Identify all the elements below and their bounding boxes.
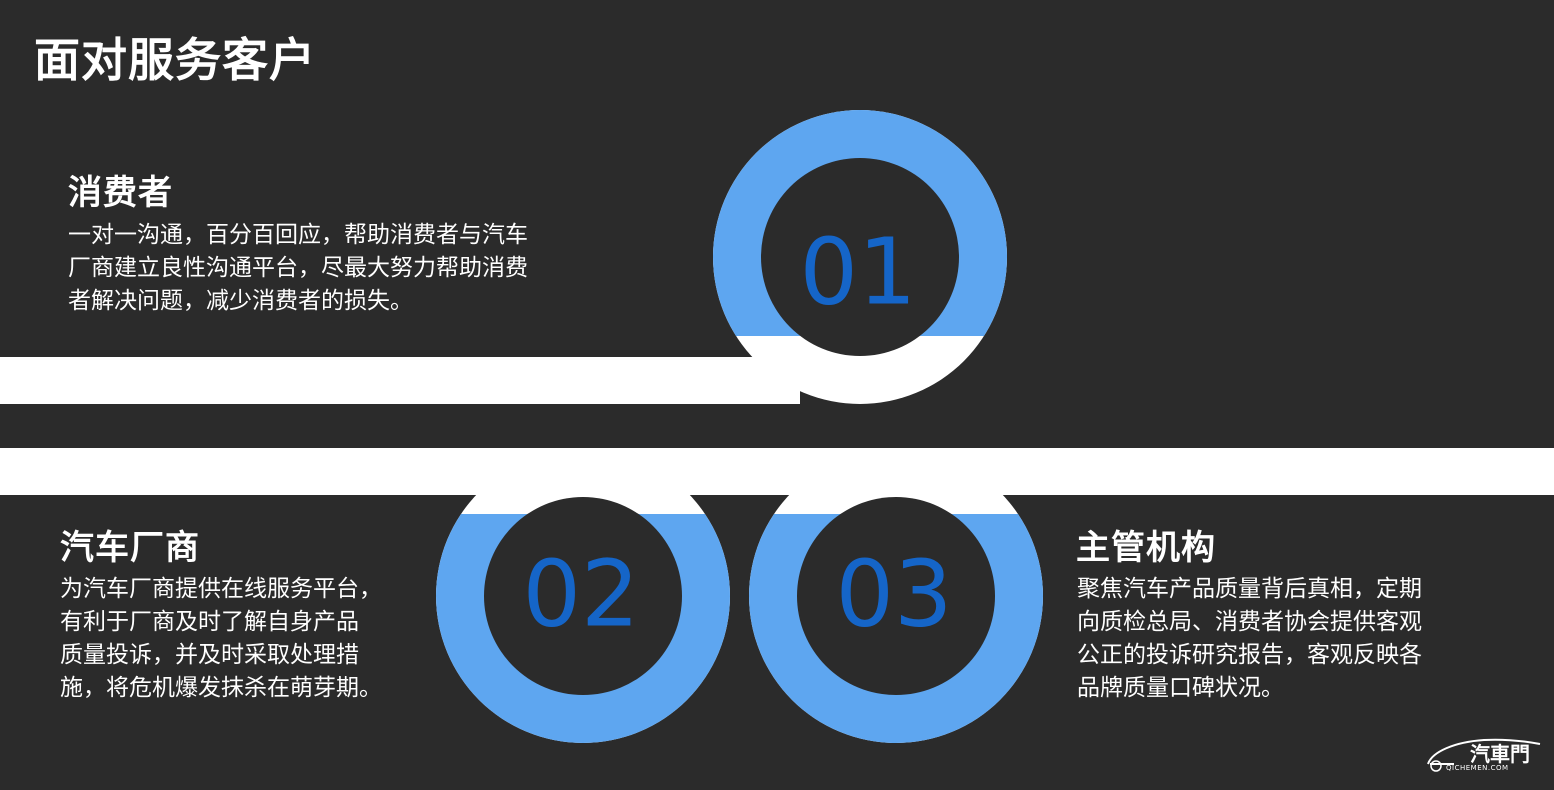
logo-domain: QICHEMEN.COM	[1446, 764, 1509, 772]
circle-02-inner	[484, 497, 682, 695]
heading-authority: 主管机构	[1076, 528, 1216, 568]
desc-line: 有利于厂商及时了解自身产品	[60, 609, 359, 635]
car-outline-icon	[1427, 738, 1541, 772]
circle-01-inner	[761, 158, 959, 356]
circle-01: 01	[713, 110, 1007, 404]
desc-manufacturer: 为汽车厂商提供在线服务平台， 有利于厂商及时了解自身产品 质量投诉，并及时采取处…	[60, 573, 420, 705]
desc-line: 公正的投诉研究报告，客观反映各	[1077, 642, 1422, 668]
desc-line: 聚焦汽车产品质量背后真相，定期	[1077, 576, 1422, 602]
desc-line: 一对一沟通，百分百回应，帮助消费者与汽车	[68, 222, 528, 248]
circle-02-number: 02	[522, 540, 639, 647]
heading-consumer: 消费者	[68, 173, 173, 213]
circle-01-number: 01	[799, 218, 916, 325]
desc-authority: 聚焦汽车产品质量背后真相，定期 向质检总局、消费者协会提供客观 公正的投诉研究报…	[1077, 573, 1477, 705]
logo-name: 汽車門	[1470, 742, 1530, 766]
brand-logo: 汽車門 QICHEMEN.COM	[1424, 730, 1544, 780]
desc-line: 厂商建立良性沟通平台，尽最大努力帮助消费	[68, 255, 528, 281]
circle-03: 03	[749, 449, 1043, 743]
desc-line: 质量投诉，并及时采取处理措	[60, 642, 359, 668]
bottom-band	[0, 448, 1554, 495]
heading-manufacturer: 汽车厂商	[60, 528, 200, 568]
page-title: 面对服务客户	[34, 33, 316, 87]
desc-line: 向质检总局、消费者协会提供客观	[1077, 609, 1422, 635]
circle-02: 02	[436, 449, 730, 743]
desc-consumer: 一对一沟通，百分百回应，帮助消费者与汽车 厂商建立良性沟通平台，尽最大努力帮助消…	[68, 219, 588, 318]
top-band	[0, 357, 800, 404]
circle-03-number: 03	[835, 540, 952, 647]
desc-line: 品牌质量口碑状况。	[1077, 675, 1284, 701]
desc-line: 为汽车厂商提供在线服务平台，	[60, 576, 382, 602]
circle-03-inner	[797, 497, 995, 695]
desc-line: 者解决问题，减少消费者的损失。	[68, 288, 413, 314]
desc-line: 施，将危机爆发抹杀在萌芽期。	[60, 675, 382, 701]
